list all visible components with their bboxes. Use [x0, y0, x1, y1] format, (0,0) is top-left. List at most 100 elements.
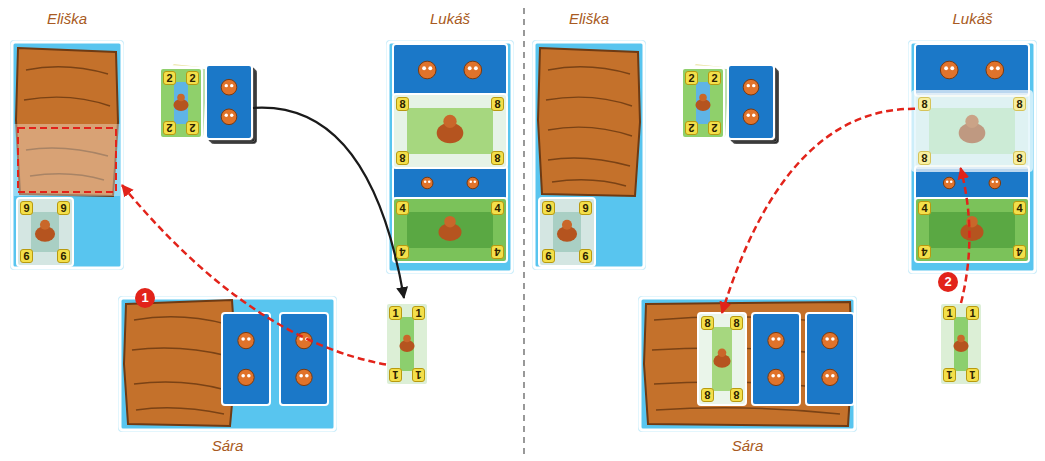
card-face	[17, 198, 73, 266]
player-board	[640, 298, 855, 430]
card-value: 2	[685, 71, 698, 85]
beaver-icon	[743, 79, 759, 95]
card-face	[698, 313, 746, 405]
beaver-eye	[996, 66, 1000, 70]
beaver-head	[403, 335, 411, 343]
player-name: Eliška	[534, 10, 644, 28]
wood-grain	[134, 317, 226, 324]
beaver-eye	[305, 374, 309, 378]
wood-grain	[548, 158, 630, 166]
beaver-eye	[771, 374, 775, 378]
card-value: 2	[708, 121, 721, 135]
player-board	[120, 298, 335, 430]
highlight-glow	[14, 124, 120, 196]
wood-grain	[24, 97, 110, 106]
deck-card	[728, 65, 774, 139]
beaver-icon	[743, 109, 759, 125]
card-back	[393, 44, 507, 96]
card-value: 4	[918, 201, 931, 215]
log-drawing	[124, 300, 236, 426]
beaver-head	[177, 94, 185, 102]
beaver-icon	[464, 61, 482, 79]
beaver-eye	[230, 114, 233, 117]
drawn-card: 1111	[386, 303, 428, 385]
discard-card: 2222	[160, 68, 202, 138]
draw-arrow	[253, 108, 404, 298]
card-face-bg	[17, 198, 73, 266]
callout-number: 2	[938, 272, 958, 292]
card-value: 4	[1013, 201, 1026, 215]
card-value: 9	[20, 201, 33, 215]
card-picture	[31, 212, 59, 252]
player-board	[388, 42, 512, 272]
card-picture	[407, 212, 493, 248]
card-back	[752, 313, 800, 405]
beaver-icon	[418, 61, 436, 79]
number-card: 8888	[393, 94, 507, 168]
card-value: 9	[542, 249, 555, 263]
card-value: 2	[186, 71, 199, 85]
beaver-head	[699, 94, 707, 102]
beaver-head	[718, 348, 727, 357]
drawn-card: 1111	[940, 303, 982, 385]
beaver-icon	[822, 369, 838, 385]
beaver-icon	[768, 332, 784, 348]
move-arrow	[722, 109, 915, 313]
beaver-eye	[777, 337, 781, 341]
card-value: 8	[701, 316, 714, 330]
beaver-eye	[247, 337, 251, 341]
card-value: 8	[491, 151, 504, 165]
fade-glow	[911, 90, 1033, 172]
player-name: Sára	[120, 437, 335, 455]
player-area: Sára	[120, 298, 335, 459]
card-value: 2	[186, 121, 199, 135]
number-card: 9999	[17, 198, 73, 266]
card-value: 2	[685, 121, 698, 135]
card-value: 1	[943, 368, 956, 382]
beaver-icon	[989, 177, 1001, 189]
card-face	[393, 198, 507, 262]
beaver-eye	[424, 181, 427, 184]
card-value: 4	[491, 245, 504, 259]
beaver-eye	[474, 181, 477, 184]
beaver-eye	[831, 374, 835, 378]
wood-grain	[136, 408, 224, 414]
card-value: 2	[708, 71, 721, 85]
card-value: 9	[57, 201, 70, 215]
beaver-eye	[771, 337, 775, 341]
card-face-bg	[393, 94, 507, 168]
wood-grain	[26, 67, 108, 74]
card-back	[393, 166, 507, 200]
card-back	[915, 44, 1029, 96]
beaver-head	[562, 220, 572, 230]
card-value: 8	[491, 97, 504, 111]
card-face	[160, 68, 202, 138]
board-glow	[118, 296, 337, 432]
beaver-eye	[825, 337, 829, 341]
card-value: 9	[20, 249, 33, 263]
card-face-bg	[539, 198, 595, 266]
beaver-eye	[428, 66, 432, 70]
card-value: 8	[1013, 151, 1026, 165]
beaver-eye	[825, 374, 829, 378]
card-face	[539, 198, 595, 266]
beaver-icon	[238, 332, 254, 348]
card-value: 4	[1013, 245, 1026, 259]
card-picture	[553, 212, 581, 252]
beaver-icon	[221, 79, 237, 95]
player-name: Lukáš	[910, 10, 1035, 28]
beaver-eye	[241, 374, 245, 378]
player-area: Sára8888	[640, 298, 855, 459]
beaver-head	[957, 335, 965, 343]
player-name: Eliška	[12, 10, 122, 28]
beaver-icon	[940, 61, 958, 79]
card-face-bg	[940, 303, 982, 385]
number-card: 4444	[393, 198, 507, 262]
player-area: Lukáš88884444	[910, 4, 1035, 272]
card-face-bg	[915, 94, 1029, 168]
wood-grain	[548, 67, 630, 74]
card-value: 2	[163, 71, 176, 85]
